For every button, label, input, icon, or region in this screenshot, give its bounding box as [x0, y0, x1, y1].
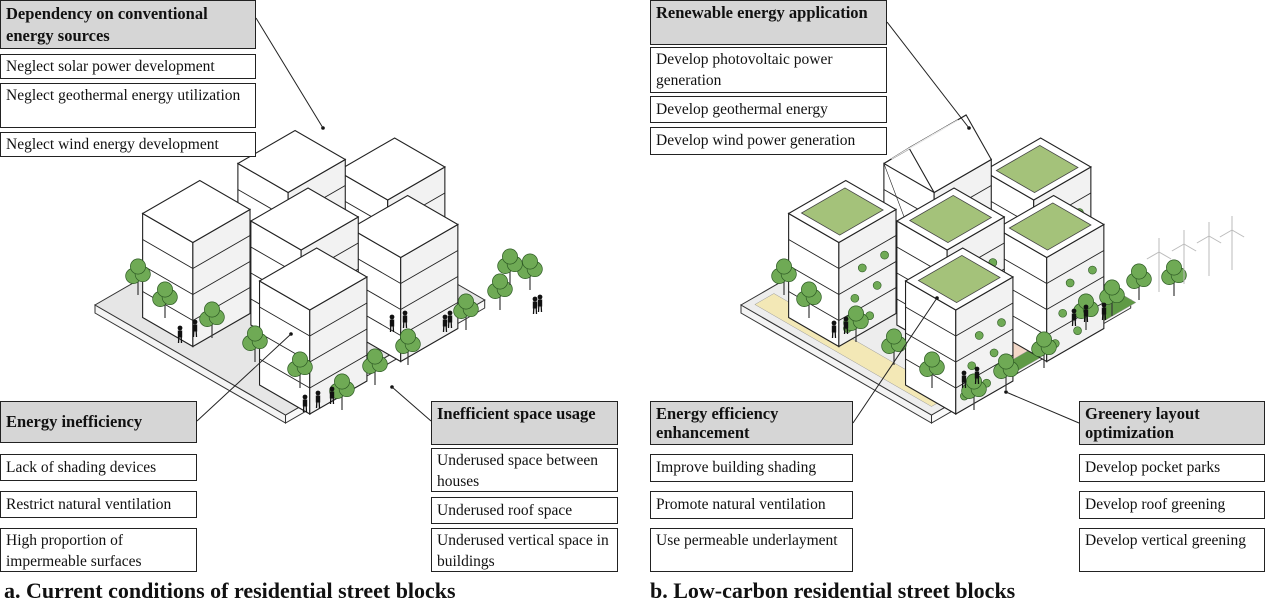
issue-item: Underused roof space: [431, 497, 618, 524]
strategy-item: Develop photovoltaic power generation: [650, 47, 887, 93]
group-header: Inefficient space usage: [431, 401, 618, 445]
issue-item: Neglect wind energy development: [0, 132, 256, 157]
strategy-item: Improve building shading: [650, 454, 853, 482]
strategy-item: Develop pocket parks: [1079, 454, 1265, 482]
issue-item: Underused vertical space in buildings: [431, 528, 618, 572]
group-header: Greenery layout optimization: [1079, 401, 1265, 445]
strategy-item: Develop vertical greening: [1079, 528, 1265, 572]
tree: [518, 254, 543, 290]
strategy-item: Use permeable underlayment: [650, 528, 853, 572]
tree: [488, 274, 513, 310]
wind-turbine: [1197, 222, 1221, 276]
issue-item: Underused space between houses: [431, 448, 618, 492]
wind-turbine: [1220, 216, 1244, 270]
group-header: Energy inefficiency: [0, 401, 197, 443]
building: [906, 248, 1013, 414]
group-header: Renewable energy application: [650, 0, 887, 45]
tree: [1162, 260, 1187, 296]
issue-item: Restrict natural ventilation: [0, 491, 197, 518]
issue-item: Neglect solar power development: [0, 54, 256, 79]
panel-a-caption: a. Current conditions of residential str…: [4, 578, 456, 604]
tree: [1127, 264, 1152, 300]
strategy-item: Promote natural ventilation: [650, 491, 853, 519]
issue-item: Lack of shading devices: [0, 454, 197, 481]
strategy-item: Develop wind power generation: [650, 127, 887, 155]
building: [789, 181, 896, 347]
group-header: Dependency on conventional energy source…: [0, 0, 256, 49]
pedestrian: [538, 295, 543, 312]
panel-b-caption: b. Low-carbon residential street blocks: [650, 578, 1015, 604]
issue-item: Neglect geothermal energy utilization: [0, 83, 256, 128]
strategy-item: Develop geothermal energy: [650, 96, 887, 123]
pedestrian: [533, 297, 538, 314]
issue-item: High proportion of impermeable surfaces: [0, 528, 197, 572]
group-header: Energy efficiency enhancement: [650, 401, 853, 445]
strategy-item: Develop roof greening: [1079, 491, 1265, 519]
